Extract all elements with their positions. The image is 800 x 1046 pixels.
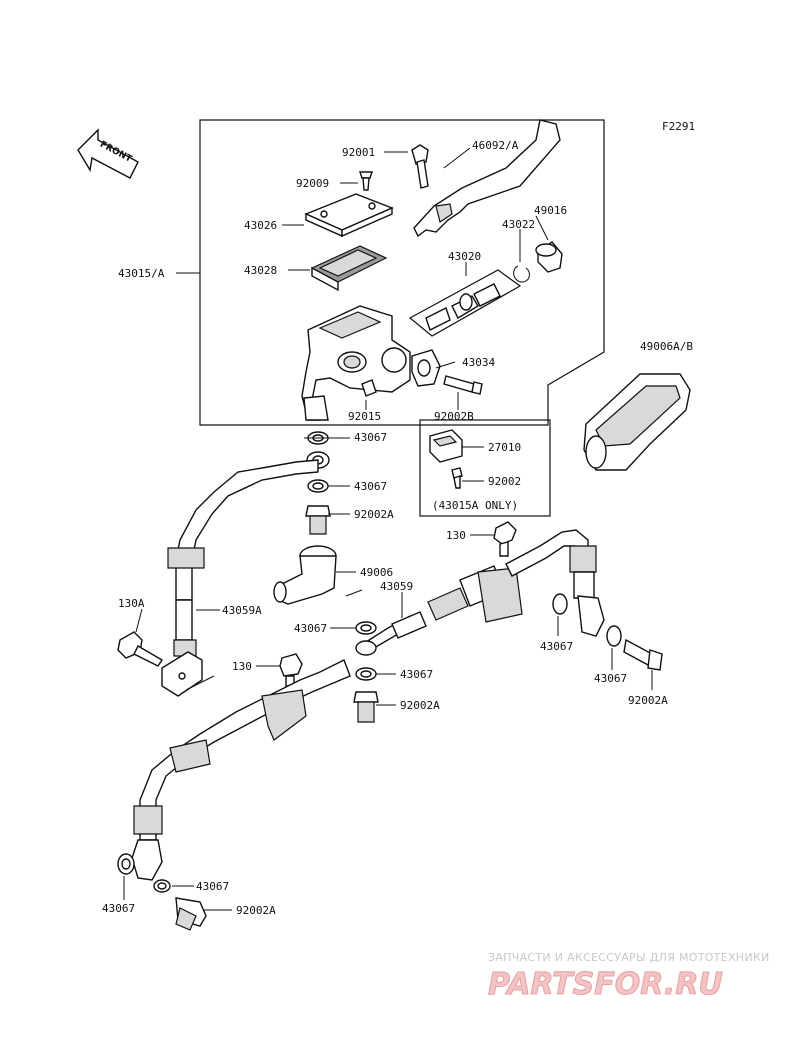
watermark-tagline: ЗАПЧАСТИ И АКСЕССУАРЫ ДЛЯ МОТОТЕХНИКИ bbox=[488, 951, 770, 964]
callout-46092a: 46092/A bbox=[472, 139, 519, 152]
callout-92002a-center: 92002A bbox=[400, 699, 440, 712]
callout-130a: 130A bbox=[118, 597, 145, 610]
bolt-130-upper bbox=[493, 521, 517, 557]
brake-hose-lower bbox=[131, 659, 351, 881]
callout-92009: 92009 bbox=[296, 177, 329, 190]
brake-pipe-43059 bbox=[364, 529, 597, 649]
callout-92002b: 92002B bbox=[434, 410, 474, 423]
figure-code: F2291 bbox=[662, 120, 695, 133]
piston-kit-43020 bbox=[408, 269, 522, 337]
lever-guard-49006a bbox=[583, 373, 691, 471]
banjo-bolt-92002a-right bbox=[623, 638, 663, 671]
banjo-fitting-center bbox=[355, 640, 377, 656]
front-direction-arrow: FRONT bbox=[77, 128, 139, 179]
callout-49016: 49016 bbox=[534, 204, 567, 217]
switch-27010 bbox=[429, 429, 463, 463]
watermark-brand: PARTSFOR.RU bbox=[488, 967, 723, 1002]
diaphragm-43028 bbox=[310, 245, 388, 292]
washer-43067-center-lower bbox=[355, 667, 377, 681]
callout-43020: 43020 bbox=[448, 250, 481, 263]
cap-43026 bbox=[304, 193, 394, 238]
callout-130-lower: 130 bbox=[232, 660, 252, 673]
callout-43015a-only: (43015A ONLY) bbox=[432, 499, 518, 512]
joint-130a bbox=[161, 651, 203, 697]
callout-43067-bottom-left: 43067 bbox=[102, 902, 135, 915]
callout-43067-center: 43067 bbox=[294, 622, 327, 635]
callout-43059: 43059 bbox=[380, 580, 413, 593]
clamp-43034 bbox=[411, 349, 441, 387]
callout-43034: 43034 bbox=[462, 356, 495, 369]
banjo-bolt-92002a-upper bbox=[305, 505, 331, 535]
banjo-bolt-92002a-bottom bbox=[175, 897, 207, 931]
master-cylinder-body bbox=[301, 305, 411, 421]
screw-92009 bbox=[359, 171, 373, 191]
callout-92002a-right: 92002A bbox=[628, 694, 668, 707]
leader-lines bbox=[123, 147, 653, 911]
bolt-92001 bbox=[411, 144, 429, 189]
callout-92002a-upper: 92002A bbox=[354, 508, 394, 521]
joint-hose-49006 bbox=[273, 545, 337, 605]
callout-43059a: 43059A bbox=[222, 604, 262, 617]
callout-43015a: 43015/A bbox=[118, 267, 165, 280]
callout-43067-center-lower: 43067 bbox=[400, 668, 433, 681]
screw-92015 bbox=[361, 379, 377, 397]
callout-43028: 43028 bbox=[244, 264, 277, 277]
callout-92002: 92002 bbox=[488, 475, 521, 488]
callout-43026: 43026 bbox=[244, 219, 277, 232]
callout-27010: 27010 bbox=[488, 441, 521, 454]
screw-92002 bbox=[451, 467, 463, 489]
circlip-43022 bbox=[513, 265, 530, 283]
washer-43067-center bbox=[355, 621, 377, 635]
callout-92001: 92001 bbox=[342, 146, 375, 159]
callout-43067-bottom-right: 43067 bbox=[196, 880, 229, 893]
washer-43067-bottom-left bbox=[117, 853, 135, 875]
callout-49006: 49006 bbox=[360, 566, 393, 579]
washer-43067-second bbox=[307, 479, 329, 493]
bolt-92002b bbox=[443, 375, 483, 395]
callout-43067-right-a: 43067 bbox=[540, 640, 573, 653]
callout-43067-right-b: 43067 bbox=[594, 672, 627, 685]
callout-92002a-bottom: 92002A bbox=[236, 904, 276, 917]
callout-43022: 43022 bbox=[502, 218, 535, 231]
banjo-bolt-92002a-center bbox=[353, 691, 379, 723]
master-cylinder-assembly-box bbox=[199, 119, 605, 426]
switch-kit-box bbox=[419, 419, 551, 517]
callout-130-upper: 130 bbox=[446, 529, 466, 542]
brake-hose-43059a bbox=[167, 459, 319, 657]
dust-boot-49016 bbox=[535, 241, 563, 273]
callout-43067-top: 43067 bbox=[354, 431, 387, 444]
washer-43067-right-b bbox=[606, 625, 622, 647]
washer-43067-bottom-right bbox=[153, 879, 171, 893]
callout-49006ab: 49006A/B bbox=[640, 340, 693, 353]
callout-92015: 92015 bbox=[348, 410, 381, 423]
banjo-fitting-right bbox=[577, 595, 605, 637]
callout-43067-second: 43067 bbox=[354, 480, 387, 493]
brake-lever-46092 bbox=[413, 119, 561, 238]
bolt-130a bbox=[117, 631, 163, 667]
washer-43067-right-a bbox=[552, 593, 568, 615]
